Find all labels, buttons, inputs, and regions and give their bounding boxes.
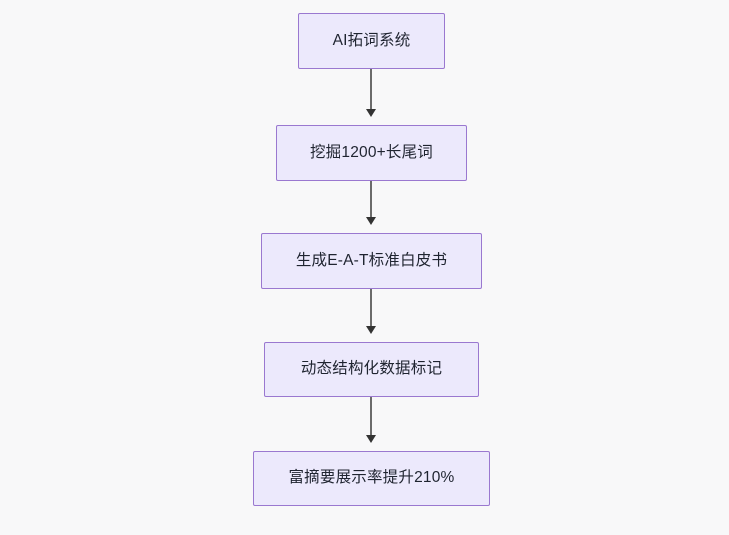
flow-node-generate-eat-whitepaper[interactable]: 生成E-A-T标准白皮书: [261, 233, 482, 289]
flow-node-label: AI拓词系统: [332, 31, 411, 49]
arrowhead-n2-n3: [365, 217, 376, 225]
flow-node-dynamic-structured-data-markup[interactable]: 动态结构化数据标记: [264, 342, 479, 397]
flow-node-ai-keyword-system[interactable]: AI拓词系统: [298, 13, 445, 69]
arrowhead-n1-n2: [365, 109, 376, 117]
flow-node-rich-snippet-rate-increase[interactable]: 富摘要展示率提升210%: [253, 451, 490, 506]
edge-n2-n3: [370, 181, 372, 219]
flow-node-label: 富摘要展示率提升210%: [288, 469, 455, 487]
edge-n4-n5: [370, 397, 372, 437]
edge-n3-n4: [370, 289, 372, 328]
arrowhead-n3-n4: [365, 326, 376, 334]
flow-node-label: 动态结构化数据标记: [300, 360, 443, 378]
arrowhead-n4-n5: [365, 435, 376, 443]
flow-node-label: 生成E-A-T标准白皮书: [295, 251, 448, 269]
flow-node-label: 挖掘1200+长尾词: [309, 143, 434, 161]
edge-n1-n2: [370, 69, 372, 111]
flow-node-mine-longtail-keywords[interactable]: 挖掘1200+长尾词: [276, 125, 467, 181]
